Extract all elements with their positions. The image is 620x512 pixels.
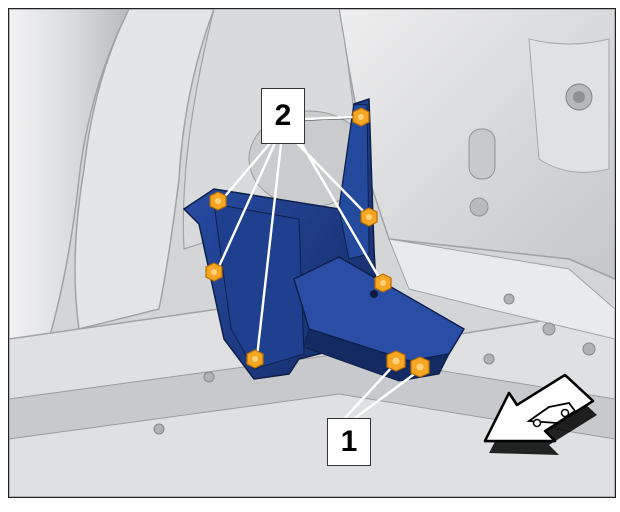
bolt-icon [205,262,223,282]
bolt-icon [209,191,227,211]
bolt-icon [246,349,264,369]
floor-hole [483,353,495,365]
floor-hole [203,371,215,383]
bracket-hole [370,290,378,298]
callout-2-leaders [215,115,383,358]
bolt-icon [410,356,430,378]
callout-1-leaders [344,365,418,419]
bolt-icon [374,273,392,293]
illustration-canvas [9,9,615,497]
callout-label-1: 1 [327,418,371,466]
bolt-group-1 [386,350,430,378]
bolt-group-2 [205,107,392,369]
floor-hole [542,322,556,336]
floor-hole [153,423,165,435]
floor-hole [503,293,515,305]
bolt-icon [360,207,378,227]
cross-member [388,238,615,340]
panel-hole [469,197,489,217]
callout-2-leader-outline [304,118,358,121]
floor-hole [582,342,596,356]
assembly-illustration: 2 1 [8,8,616,498]
bracket-plate [213,203,305,370]
bolt-icon [352,107,370,127]
callout-label-2: 2 [261,88,305,144]
panel-hole-inner [573,91,585,103]
wheelhouse-panel [74,9,215,330]
vehicle-direction-arrow-icon [483,373,597,455]
panel-slot [468,128,496,180]
bolt-icon [386,350,406,372]
